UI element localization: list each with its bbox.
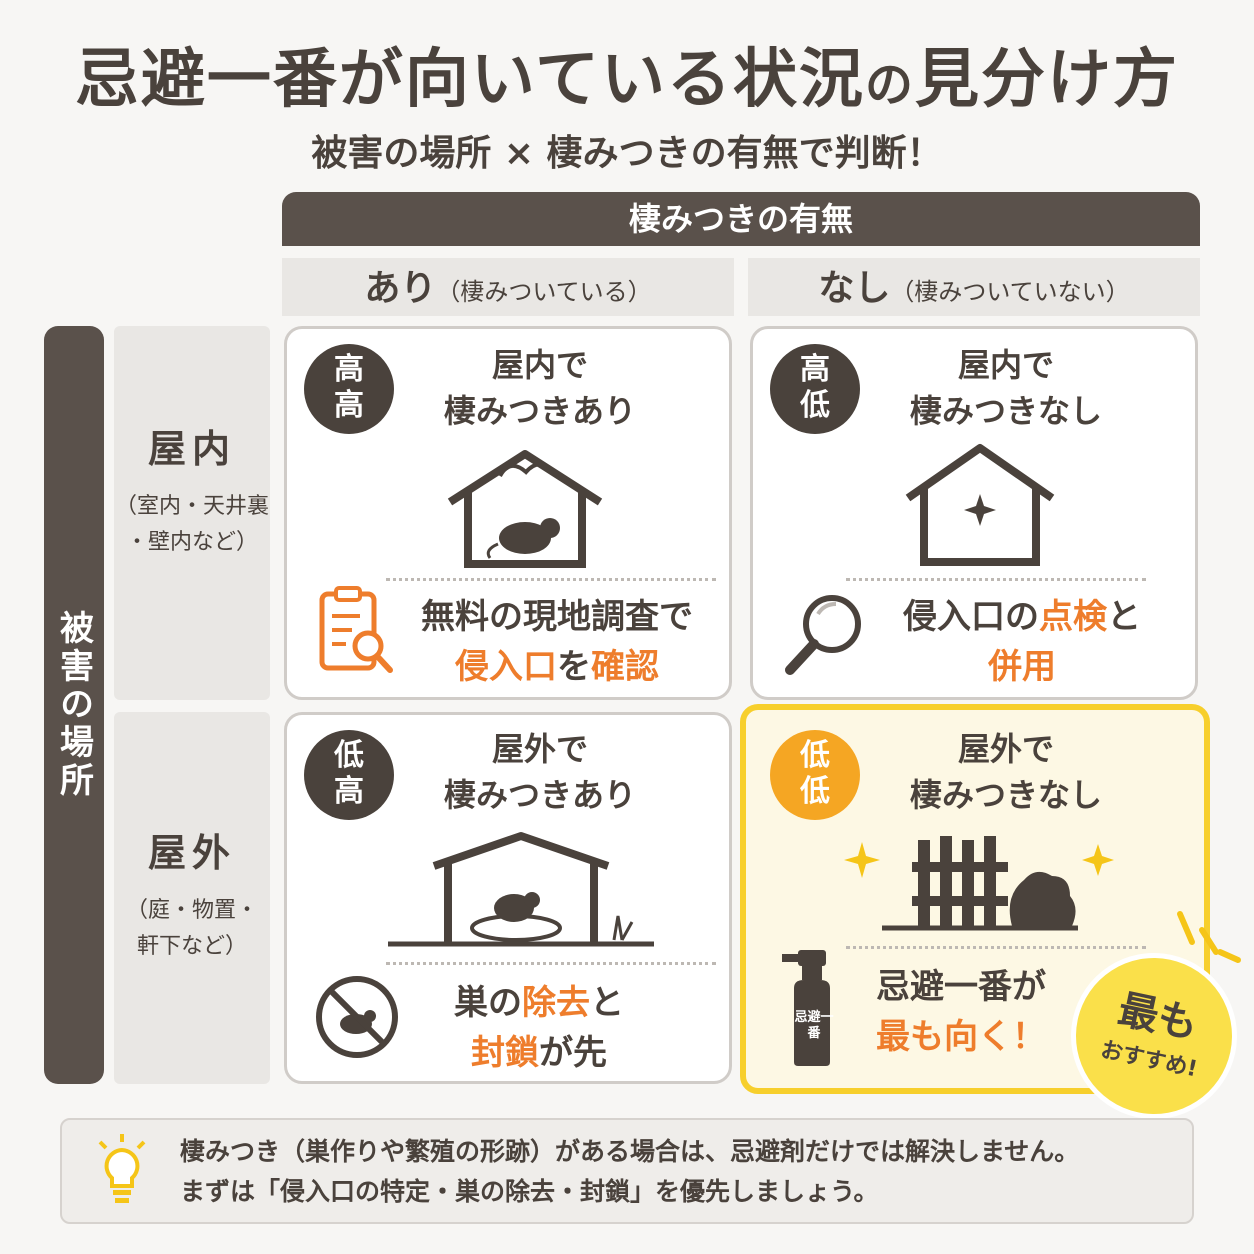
badge-bottom: 高 xyxy=(334,774,364,809)
card-action-1: 侵入口の点検と xyxy=(872,592,1172,642)
card-action: 巣の除去と 封鎖が先 xyxy=(404,978,674,1078)
row-indoor-label: 屋内 xyxy=(147,427,236,471)
level-badge: 高 低 xyxy=(770,344,860,434)
row-outdoor-label: 屋外 xyxy=(147,831,236,875)
badge-top: 高 xyxy=(800,352,830,387)
card-title: 屋外で 棲みつきあり xyxy=(390,726,690,818)
badge-bottom: 低 xyxy=(800,388,830,423)
row-header: 被害の場所 xyxy=(53,610,94,800)
divider xyxy=(386,578,716,581)
column-header-yes: あり（棲みついている） xyxy=(282,258,734,316)
row-indoor-note-2: ・壁内など） xyxy=(125,530,258,555)
house-sparkle-icon xyxy=(905,444,1055,566)
card-title: 屋内で 棲みつきなし xyxy=(856,342,1156,434)
row-indoor-note: （室内・天井裏 ・壁内など） xyxy=(114,489,270,561)
divider xyxy=(846,578,1146,581)
lightbulb-icon xyxy=(98,1134,146,1203)
column-header: 棲みつきの有無 xyxy=(282,192,1200,246)
column-no-note: （棲みついていない） xyxy=(890,278,1130,306)
bottle-label: 忌避一番 xyxy=(794,1010,834,1041)
divider xyxy=(386,962,716,965)
card-title: 屋外で 棲みつきなし xyxy=(856,726,1156,818)
action-part-2: が先 xyxy=(539,1033,607,1073)
card-title: 屋内で 棲みつきあり xyxy=(390,342,690,434)
footer-note xyxy=(60,1118,1194,1224)
card-action: 無料の現地調査で 侵入口を確認 xyxy=(402,592,712,692)
row-label-outdoor: 屋外 （庭・物置・ 軒下など） xyxy=(114,712,270,1084)
card-action-2: 最も向く！ xyxy=(876,1017,1046,1057)
column-header-no: なし（棲みついていない） xyxy=(748,258,1200,316)
row-header-bar xyxy=(44,326,104,1084)
column-yes-note: （棲みついている） xyxy=(436,278,652,306)
row-label-indoor: 屋内 （室内・天井裏 ・壁内など） xyxy=(114,326,270,700)
title-particle: の xyxy=(865,57,916,113)
card-title-1: 屋外で xyxy=(491,730,588,768)
recommend-badge: 最も おすすめ! xyxy=(1061,943,1247,1129)
magnifier-icon xyxy=(785,595,861,675)
action-highlight-c: 確認 xyxy=(591,647,659,687)
action-highlight-a: 侵入口 xyxy=(455,647,557,687)
card-title-2: 棲みつきあり xyxy=(443,392,636,430)
card-action-2: 併用 xyxy=(988,647,1056,687)
house-rat-icon xyxy=(447,450,603,568)
badge-bottom: 低 xyxy=(800,774,830,809)
card-title-2: 棲みつきなし xyxy=(909,392,1102,430)
card-action: 侵入口の点検と 併用 xyxy=(872,592,1172,692)
badge-top: 低 xyxy=(334,738,364,773)
card-title-2: 棲みつきあり xyxy=(443,776,636,814)
row-outdoor-note: （庭・物置・ 軒下など） xyxy=(114,893,270,965)
card-title-1: 屋内で xyxy=(491,346,588,384)
card-action: 忌避一番が 最も向く！ xyxy=(856,962,1066,1062)
action-mid: を xyxy=(557,647,591,687)
shed-nest-rat-icon xyxy=(388,832,654,947)
fence-bush-icon xyxy=(844,836,1114,931)
action-part-a: 侵入口の xyxy=(903,597,1039,637)
row-indoor-note-1: （室内・天井裏 xyxy=(114,494,269,519)
action-part-c: と xyxy=(590,983,624,1023)
action-part-c: と xyxy=(1107,597,1141,637)
card-action-2: 侵入口を確認 xyxy=(402,642,712,692)
page-subtitle: 被害の場所 × 棲みつきの有無で判断！ xyxy=(311,133,943,174)
burst-rays-icon xyxy=(1177,911,1241,963)
divider xyxy=(846,946,1146,949)
action-highlight-2: 封鎖 xyxy=(471,1033,539,1073)
footer-line2: まずは「侵入口の特定・巣の除去・封鎖」を優先しましょう。 xyxy=(180,1177,879,1206)
column-no-label: なし xyxy=(818,268,891,309)
badge-top: 低 xyxy=(800,738,830,773)
spray-bottle-icon xyxy=(782,950,830,1066)
badge-bottom: 高 xyxy=(334,388,364,423)
clipboard-search-icon xyxy=(319,586,393,673)
page-title: 忌避一番が向いている状況の見分け方 xyxy=(0,28,1254,120)
card-title-1: 屋外で xyxy=(957,730,1054,768)
card-action-1: 忌避一番が xyxy=(876,967,1046,1007)
footer-line1: 棲みつき（巣作りや繁殖の形跡）がある場合は、忌避剤だけでは解決しません。 xyxy=(180,1137,1080,1166)
title-main: 忌避一番が向いている状況 xyxy=(74,43,866,117)
card-action-1: 巣の除去と xyxy=(404,978,674,1028)
row-outdoor-note-2: 軒下など） xyxy=(136,934,247,959)
card-title-1: 屋内で xyxy=(957,346,1054,384)
row-outdoor-note-1: （庭・物置・ xyxy=(125,898,258,923)
card-title-2: 棲みつきなし xyxy=(909,776,1102,814)
level-badge: 高 高 xyxy=(304,344,394,434)
action-part-a: 巣の xyxy=(454,983,522,1023)
badge-top: 高 xyxy=(334,352,364,387)
card-action-2: 封鎖が先 xyxy=(404,1028,674,1078)
footer-text: 棲みつき（巣作りや繁殖の形跡）がある場合は、忌避剤だけでは解決しません。 まずは… xyxy=(180,1132,1190,1212)
action-highlight: 除去 xyxy=(522,983,590,1023)
no-rat-icon xyxy=(316,976,398,1058)
action-highlight: 点検 xyxy=(1039,597,1107,637)
card-action-1: 無料の現地調査で xyxy=(421,597,693,637)
level-badge: 低 低 xyxy=(770,730,860,820)
column-yes-label: あり xyxy=(364,268,437,309)
title-end: 見分け方 xyxy=(915,43,1180,117)
level-badge: 低 高 xyxy=(304,730,394,820)
